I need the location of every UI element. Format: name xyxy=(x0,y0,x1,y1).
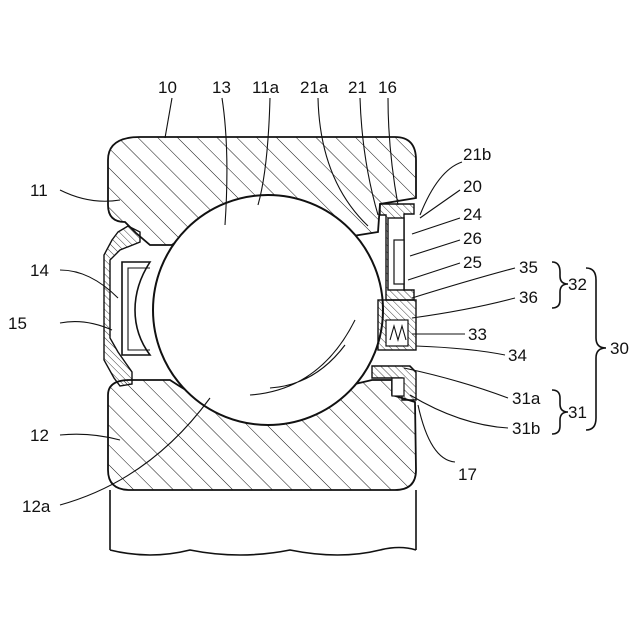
cage xyxy=(122,262,150,355)
label-21b: 21b xyxy=(463,145,491,164)
label-34: 34 xyxy=(508,346,527,365)
label-26: 26 xyxy=(463,229,482,248)
label-24: 24 xyxy=(463,205,482,224)
label-11a: 11a xyxy=(252,78,280,97)
label-21a: 21a xyxy=(300,78,329,97)
label-36: 36 xyxy=(519,288,538,307)
label-11: 11 xyxy=(30,181,48,200)
brace-31 xyxy=(552,390,568,434)
label-33: 33 xyxy=(468,325,487,344)
label-32: 32 xyxy=(568,275,587,294)
label-20: 20 xyxy=(463,177,482,196)
label-16: 16 xyxy=(378,78,397,97)
label-30: 30 xyxy=(610,339,629,358)
sensor-ring-31b xyxy=(392,378,404,396)
shaft xyxy=(110,490,416,555)
label-35: 35 xyxy=(519,258,538,277)
label-21: 21 xyxy=(348,78,367,97)
label-12: 12 xyxy=(30,426,49,445)
label-13: 13 xyxy=(212,78,231,97)
label-17: 17 xyxy=(458,465,477,484)
brace-30 xyxy=(586,268,606,430)
sensor-body-33 xyxy=(386,320,408,346)
label-10: 10 xyxy=(158,78,177,97)
label-12a: 12a xyxy=(22,497,51,516)
label-31: 31 xyxy=(568,403,587,422)
label-25: 25 xyxy=(463,253,482,272)
label-31a: 31a xyxy=(512,389,541,408)
label-15: 15 xyxy=(8,314,27,333)
label-14: 14 xyxy=(30,261,49,280)
brace-32 xyxy=(552,262,568,308)
seal-core-26 xyxy=(394,240,404,284)
label-31b: 31b xyxy=(512,419,540,438)
ball xyxy=(153,195,383,425)
